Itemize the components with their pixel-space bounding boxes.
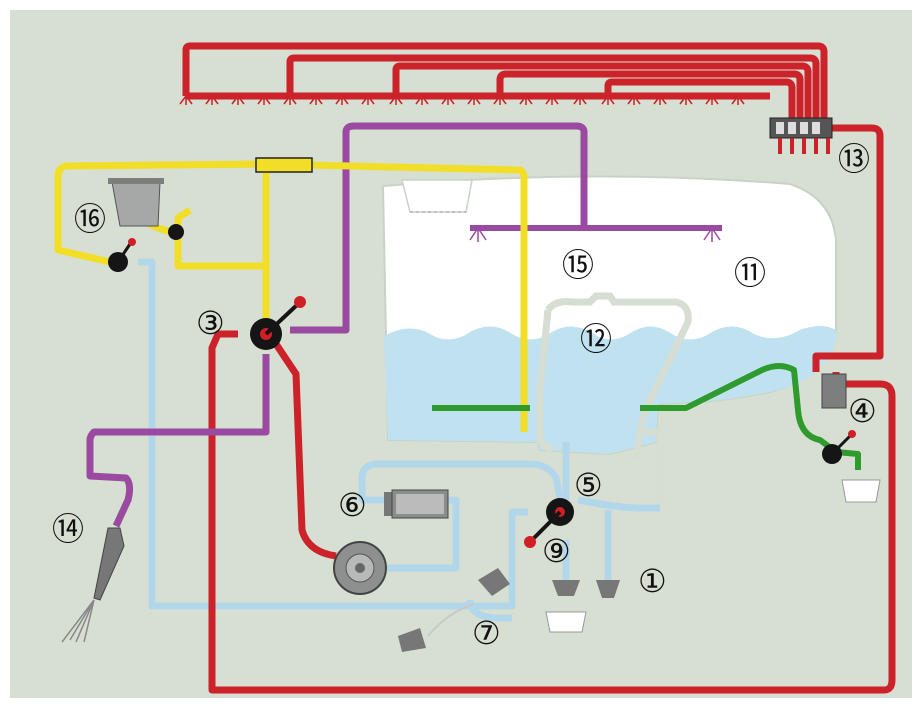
label-7: ⑦ — [472, 614, 501, 652]
label-12: ⑫ — [580, 320, 612, 358]
label-3: ③ — [196, 304, 225, 342]
valve-4 — [822, 430, 856, 464]
diaphragm-pump — [333, 541, 387, 595]
boom-nozzles — [179, 95, 745, 105]
venturi-injector — [255, 157, 313, 173]
tank-liquid — [384, 326, 836, 454]
induction-hopper — [108, 178, 164, 227]
label-1: ① — [638, 562, 667, 600]
pressure-filter — [821, 373, 847, 409]
label-14: ⑭ — [52, 510, 84, 548]
section-valve-block — [769, 117, 833, 154]
label-9: ⑨ — [542, 532, 571, 570]
spray-gun — [61, 527, 125, 643]
rinse-water-tank — [536, 292, 692, 508]
measuring-cups — [545, 479, 881, 633]
main-valve-3 — [250, 296, 306, 350]
suction-filter — [384, 489, 449, 519]
label-4: ④ — [848, 392, 877, 430]
label-5: ⑤ — [574, 466, 603, 504]
drain-funnels — [398, 568, 620, 652]
label-16: ⑯ — [74, 200, 106, 238]
label-11: ⑪ — [734, 254, 766, 292]
callout-labels: ① ③ ④ ⑤ ⑥ ⑦ ⑨ ⑪ ⑫ ⑬ ⑭ ⑮ ⑯ — [52, 140, 877, 652]
tank-filler-lid — [401, 179, 473, 213]
label-13: ⑬ — [838, 140, 870, 178]
rinse-lines — [54, 160, 528, 432]
suction-lines — [138, 258, 660, 622]
cleaning-nozzles — [469, 227, 721, 242]
label-6: ⑥ — [338, 486, 367, 524]
hopper-valve — [108, 224, 184, 272]
agitation-lines — [432, 363, 861, 470]
pressure-lines — [182, 42, 896, 694]
suction-valve-5 — [524, 498, 574, 548]
main-tank — [381, 175, 837, 456]
label-15: ⑮ — [562, 246, 594, 284]
tank-cleaning-lines — [86, 122, 588, 528]
